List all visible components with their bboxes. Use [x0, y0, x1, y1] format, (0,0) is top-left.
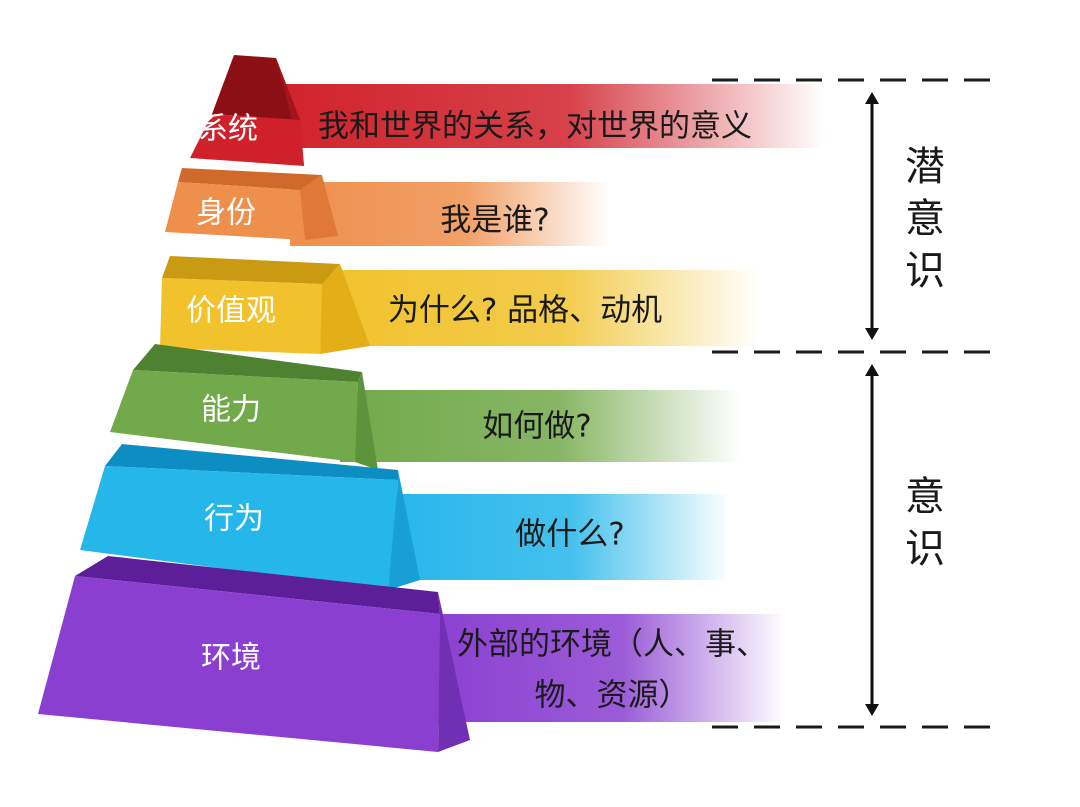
banner-fill	[290, 182, 610, 246]
level-label: 行为	[204, 502, 264, 537]
block-side-face	[355, 372, 378, 470]
pyramid-block: 系统	[190, 55, 304, 166]
subconscious-label: 潜意识	[905, 144, 945, 294]
banner-fill	[340, 390, 740, 462]
level-description: 我是谁?	[440, 203, 549, 239]
level-label: 价值观	[186, 294, 276, 329]
level-banner: 我是谁?	[290, 182, 610, 246]
level-banner: 如何做?	[340, 390, 740, 462]
block-side-face	[438, 592, 470, 752]
level-banner: 外部的环境（人、事、物、资源）	[425, 614, 785, 722]
block-side-face	[300, 175, 338, 240]
pyramid-block: 价值观	[160, 256, 370, 354]
divider-lines	[712, 78, 1000, 729]
block-top-face	[105, 444, 398, 480]
level-description: 如何做?	[482, 409, 591, 445]
level-description: 做什么?	[515, 517, 624, 553]
block-side-face	[320, 264, 370, 354]
level-description: 物、资源）	[535, 678, 690, 714]
level-description: 外部的环境（人、事、	[457, 627, 767, 663]
banner-fill	[255, 84, 825, 148]
block-top-face	[212, 55, 300, 120]
pyramid-block: 能力	[110, 344, 378, 470]
level-label: 身份	[196, 196, 256, 231]
block-front-face	[165, 182, 305, 240]
conscious-label: 意识	[905, 474, 945, 572]
block-front-face	[80, 466, 398, 590]
block-front-face	[38, 576, 440, 752]
block-front-face	[110, 370, 358, 462]
block-top-face	[178, 168, 322, 190]
level-label: 环境	[201, 641, 261, 676]
level-description: 我和世界的关系，对世界的意义	[318, 109, 752, 145]
level-label: 能力	[201, 393, 261, 428]
pyramid-block: 身份	[165, 168, 338, 240]
block-top-face	[162, 256, 340, 284]
block-top-face	[75, 556, 440, 614]
banner-fill	[380, 494, 730, 580]
banner-fill	[320, 270, 760, 346]
level-description: 为什么? 品格、动机	[388, 293, 662, 329]
pyramid-block: 行为	[80, 444, 420, 590]
block-side-face	[388, 470, 420, 590]
level-label: 系统	[198, 112, 258, 147]
level-banner: 我和世界的关系，对世界的意义	[255, 84, 825, 148]
block-front-face	[160, 278, 322, 354]
level-banner: 做什么?	[380, 494, 730, 580]
banner-fill	[425, 614, 785, 722]
block-front-face	[190, 114, 304, 166]
block-top-face	[133, 344, 362, 382]
level-banner: 为什么? 品格、动机	[320, 270, 760, 346]
pyramid-block: 环境	[38, 556, 470, 752]
